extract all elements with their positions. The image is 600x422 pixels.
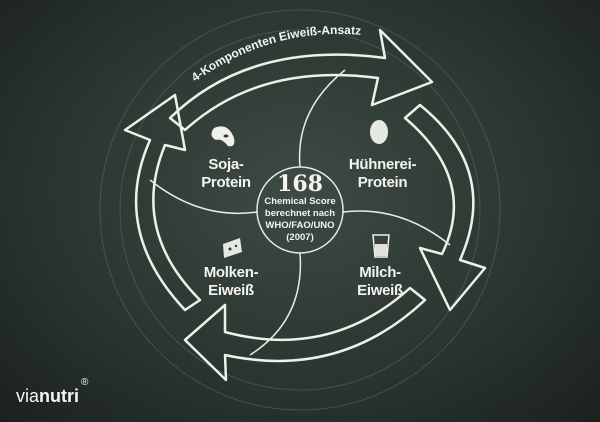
score-line: WHO/FAO/UNO xyxy=(265,220,335,231)
score-line: (2007) xyxy=(286,232,314,243)
label-line: Protein xyxy=(201,174,251,191)
score-line: Chemical Score xyxy=(264,196,336,207)
vianutri-logo: vianutri® xyxy=(16,378,88,407)
label-line: Molken- xyxy=(203,264,259,281)
label-line: Eiweiß xyxy=(208,282,254,299)
glass-icon xyxy=(372,234,390,258)
component-milch: Milch-Eiweiß xyxy=(350,264,410,300)
label-line: Soja- xyxy=(208,156,244,173)
component-soja: Soja-Protein xyxy=(196,156,256,192)
cheese-icon xyxy=(223,238,242,258)
label-line: Eiweiß xyxy=(357,282,403,299)
component-huehnerei: Hühnerei-Protein xyxy=(345,156,420,192)
bean-icon xyxy=(211,126,235,147)
score-value: 168 xyxy=(277,171,323,197)
component-molken: Molken-Eiweiß xyxy=(196,264,266,300)
egg-icon xyxy=(370,120,388,144)
logo-light: via xyxy=(16,386,40,406)
center-score: 168 Chemical Score berechnet nach WHO/FA… xyxy=(255,172,345,244)
logo-bold: nutri xyxy=(39,386,80,406)
label-line: Milch- xyxy=(359,264,401,281)
score-line: berechnet nach xyxy=(264,208,336,219)
arrow-right xyxy=(403,103,487,312)
label-line: Protein xyxy=(357,174,408,191)
arrow-bottom xyxy=(183,286,427,382)
label-line: Hühnerei- xyxy=(348,156,417,173)
arrow-top xyxy=(168,28,434,132)
registered-mark: ® xyxy=(81,377,89,388)
arrow-left xyxy=(123,93,202,312)
